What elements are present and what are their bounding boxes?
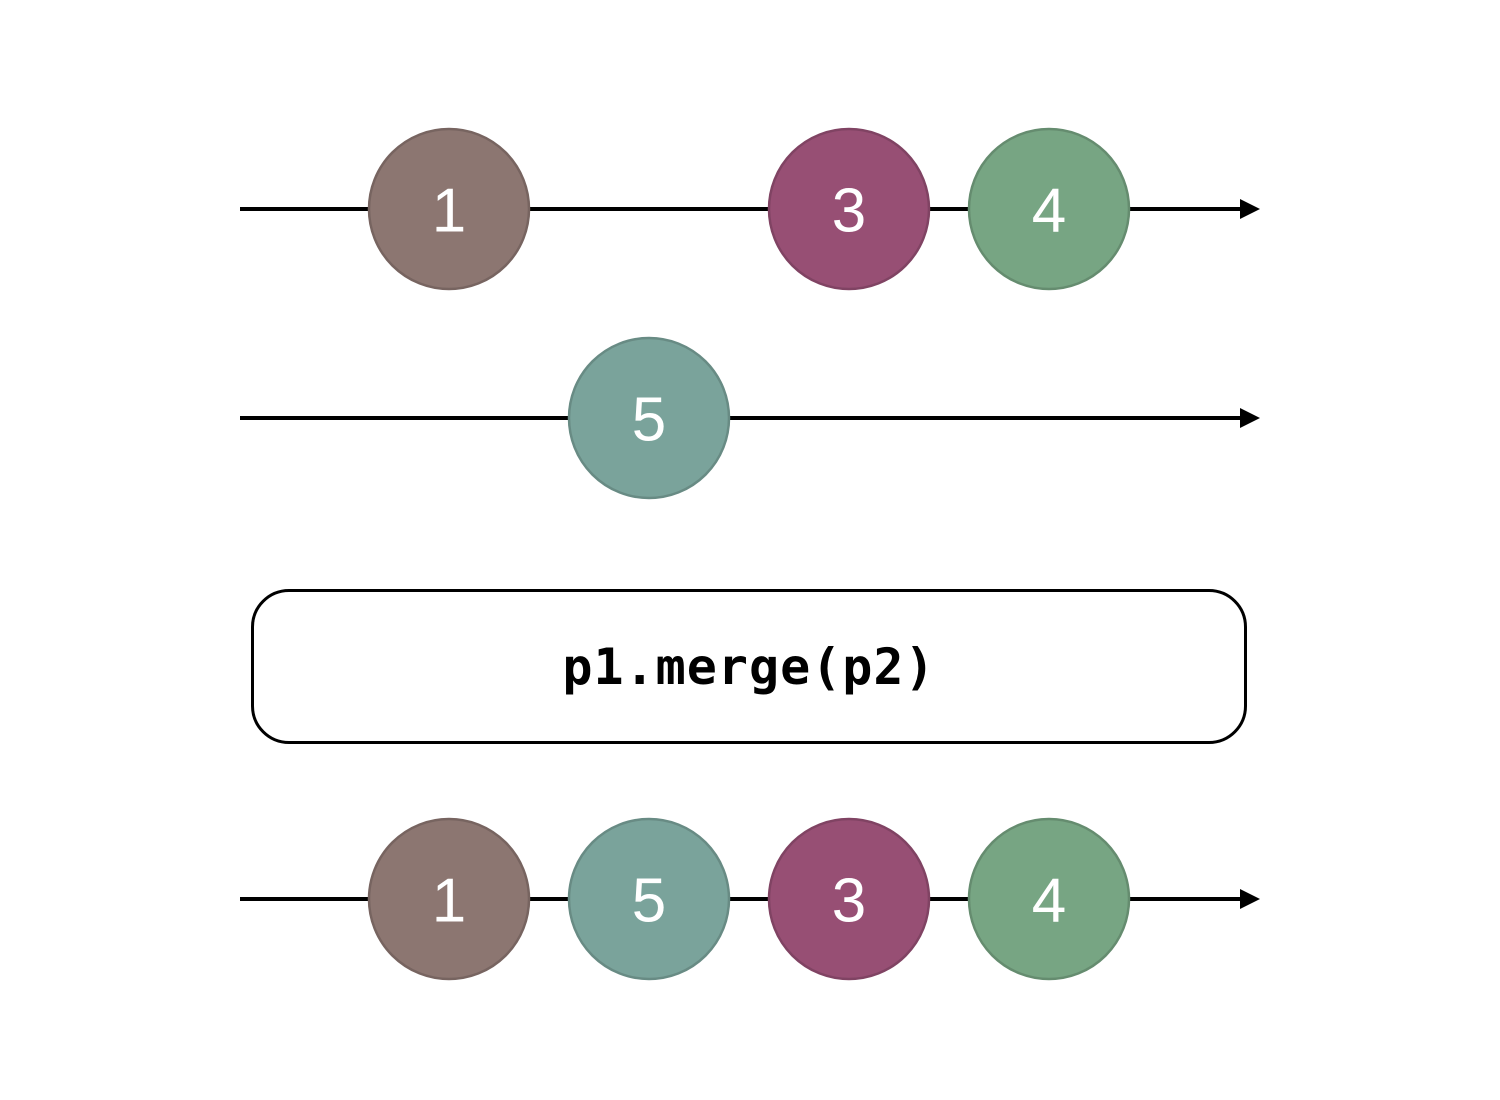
marble-circle	[367, 817, 531, 981]
marble-label: 4	[1032, 177, 1066, 246]
marble-p1-3: 3	[767, 127, 931, 291]
marble-circle	[767, 817, 931, 981]
marble-circle	[567, 336, 731, 500]
marble-output-1: 1	[367, 817, 531, 981]
operator-label: p1.merge(p2)	[562, 637, 936, 696]
marble-label: 5	[632, 386, 666, 455]
marble-circle	[567, 817, 731, 981]
marble-circle	[967, 817, 1131, 981]
marble-p2-5: 5	[567, 336, 731, 500]
arrow-head-output	[1240, 889, 1260, 909]
marble-p1-4: 4	[967, 127, 1131, 291]
operator-box: p1.merge(p2)	[251, 589, 1247, 744]
marble-label: 4	[1032, 867, 1066, 936]
marble-circle	[967, 127, 1131, 291]
marble-label: 5	[632, 867, 666, 936]
marble-output-3: 3	[767, 817, 931, 981]
marble-label: 1	[432, 867, 466, 936]
marble-circle	[367, 127, 531, 291]
marble-label: 1	[432, 177, 466, 246]
marble-p1-1: 1	[367, 127, 531, 291]
marble-output-4: 4	[967, 817, 1131, 981]
stream-merged-output: 1 5 3 4	[240, 817, 1260, 981]
arrow-head-p1	[1240, 199, 1260, 219]
marble-circle	[767, 127, 931, 291]
marble-label: 3	[832, 867, 866, 936]
marble-output-5: 5	[567, 817, 731, 981]
arrow-head-p2	[1240, 408, 1260, 428]
stream-p2: 5	[240, 336, 1260, 500]
stream-p1: 1 3 4	[240, 127, 1260, 291]
marble-label: 3	[832, 177, 866, 246]
